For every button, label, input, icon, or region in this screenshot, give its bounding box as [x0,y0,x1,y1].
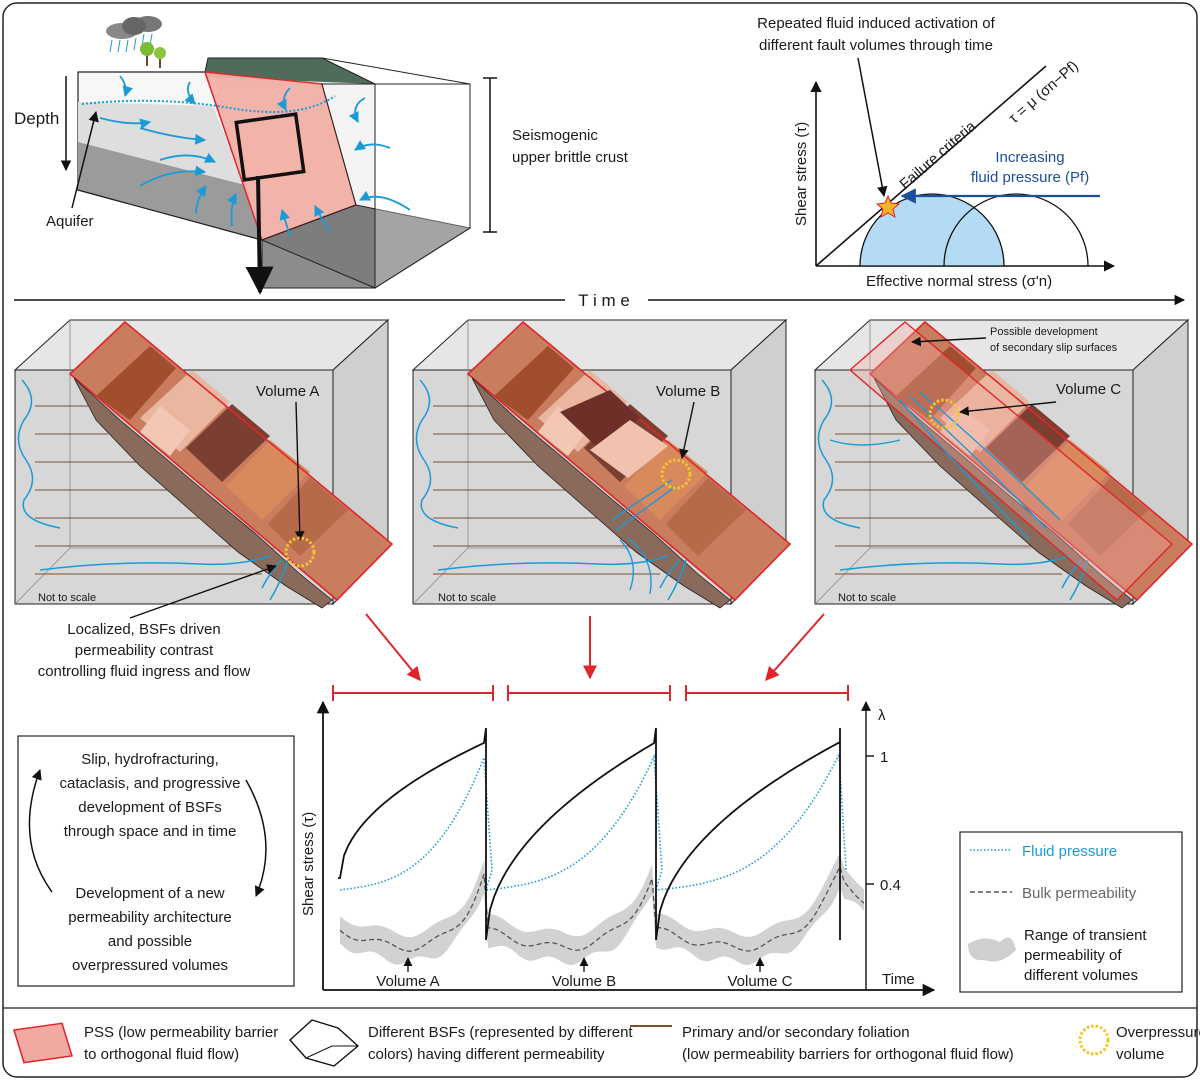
red-arrows [332,613,849,701]
range-band-shape [340,852,864,966]
legend-range-line2: permeability of [1024,947,1122,964]
shear-stress-chart: λ 1 0.4 Shear stress (τ) Time Volume A V… [300,700,936,997]
note-line2: different fault volumes through time [759,37,993,54]
bulk-permeability-line [339,865,865,952]
chart-volume-b: Volume B [552,973,616,990]
legend-foliation-line1: Primary and/or secondary foliation [682,1024,910,1041]
mohr-x-axis-label: Effective normal stress (σ'n) [866,273,1052,290]
not-to-scale-b: Not to scale [438,592,496,604]
fault-block-c-labels: Possible development of secondary slip s… [829,321,1174,604]
crust-block-diagram: Depth Aquifer Seismogenic upper brittle … [14,16,629,295]
overpressure-ring-b [660,458,692,490]
cycle-line-2: cataclasis, and progressive [60,775,241,792]
legend-bsf-line2: colors) having different permeability [368,1046,605,1063]
note-line1: Repeated fluid induced activation of [757,15,995,32]
legend-fluid-label: Fluid pressure [1022,843,1117,860]
not-to-scale-c: Not to scale [838,592,896,604]
cycle-line-3: development of BSFs [78,799,221,816]
bottom-legend: PSS (low permeability barrier to orthogo… [3,1007,1200,1067]
shear-stress-line [338,727,841,941]
failure-star-icon [875,194,901,219]
cycle-arrow-right [245,779,267,897]
localized-line1: Localized, BSFs driven [67,621,220,638]
cycle-line-5: Development of a new [75,885,224,902]
cycle-arrow-left [28,769,53,893]
legend-overpressure-line1: Overpressured [1116,1024,1200,1041]
chart-legend: Fluid pressure Bulk permeability Range o… [959,831,1183,993]
cycle-line-6: permeability architecture [68,909,231,926]
legend-range-line1: Range of transient [1024,927,1147,944]
legend-pss-line1: PSS (low permeability barrier [84,1024,278,1041]
increasing-label-line1: Increasing [995,149,1064,166]
mohr-circle-high [943,193,1089,267]
legend-range-swatch [968,937,1016,962]
legend-bulk-label: Bulk permeability [1022,885,1137,902]
fault-block-a [13,318,394,609]
fault-block-a-labels: Volume A Not to scale [38,383,319,604]
failure-envelope [815,65,1047,267]
fault-block-b [412,319,791,609]
volume-c-label: Volume C [1056,381,1121,398]
cycle-line-8: overpressured volumes [72,957,228,974]
cycle-line-7: and possible [108,933,192,950]
legend-foliation-line2: (low permeability barriers for orthogona… [682,1046,1014,1063]
right-tick-1: 1 [880,749,888,766]
tree-icon [140,42,166,68]
legend-range-line3: different volumes [1024,967,1138,984]
chart-volume-c: Volume C [727,973,792,990]
legend-pss-swatch [12,1022,74,1064]
chart-volume-a: Volume A [376,973,439,990]
depth-label: Depth [14,109,59,128]
not-to-scale-a: Not to scale [38,592,96,604]
right-axis-label: λ [878,707,886,724]
cycle-line-1: Slip, hydrofracturing, [81,751,219,768]
mohr-y-axis-label: Shear stress (τ) [793,122,810,226]
chart-x-label: Time [882,971,915,988]
fault-block-b-labels: Volume B Not to scale [438,383,720,604]
increasing-label-line2: fluid pressure (Pf) [971,169,1089,186]
time-label: T i m e [578,291,630,310]
seismogenic-label-line2: upper brittle crust [512,149,629,166]
seismogenic-label-line1: Seismogenic [512,127,598,144]
legend-overpressure-line2: volume [1116,1046,1164,1063]
cycle-line-4: through space and in time [64,823,237,840]
zoom-arrow [245,175,274,295]
overpressure-ring-c [928,398,960,430]
overpressure-ring-a [284,536,316,568]
localized-line2: permeability contrast [75,642,214,659]
volume-b-label: Volume B [656,383,720,400]
legend-pss-line2: to orthogonal fluid flow) [84,1046,239,1063]
localized-note: Localized, BSFs driven permeability cont… [38,564,277,680]
cycle-box: Slip, hydrofracturing, cataclasis, and p… [17,735,295,987]
legend-bsf-line1: Different BSFs (represented by different [368,1024,633,1041]
localized-line3: controlling fluid ingress and flow [38,663,251,680]
legend-overpressure-swatch [1078,1024,1110,1056]
aquifer-label: Aquifer [46,213,94,230]
permeability-range-band [340,852,864,966]
secondary-line1: Possible development [990,326,1098,338]
volume-a-label: Volume A [256,383,319,400]
chart-y-label: Shear stress (τ) [300,812,317,916]
cloud-icon [106,16,162,53]
secondary-line2: of secondary slip surfaces [990,342,1118,354]
right-tick-04: 0.4 [880,877,901,894]
